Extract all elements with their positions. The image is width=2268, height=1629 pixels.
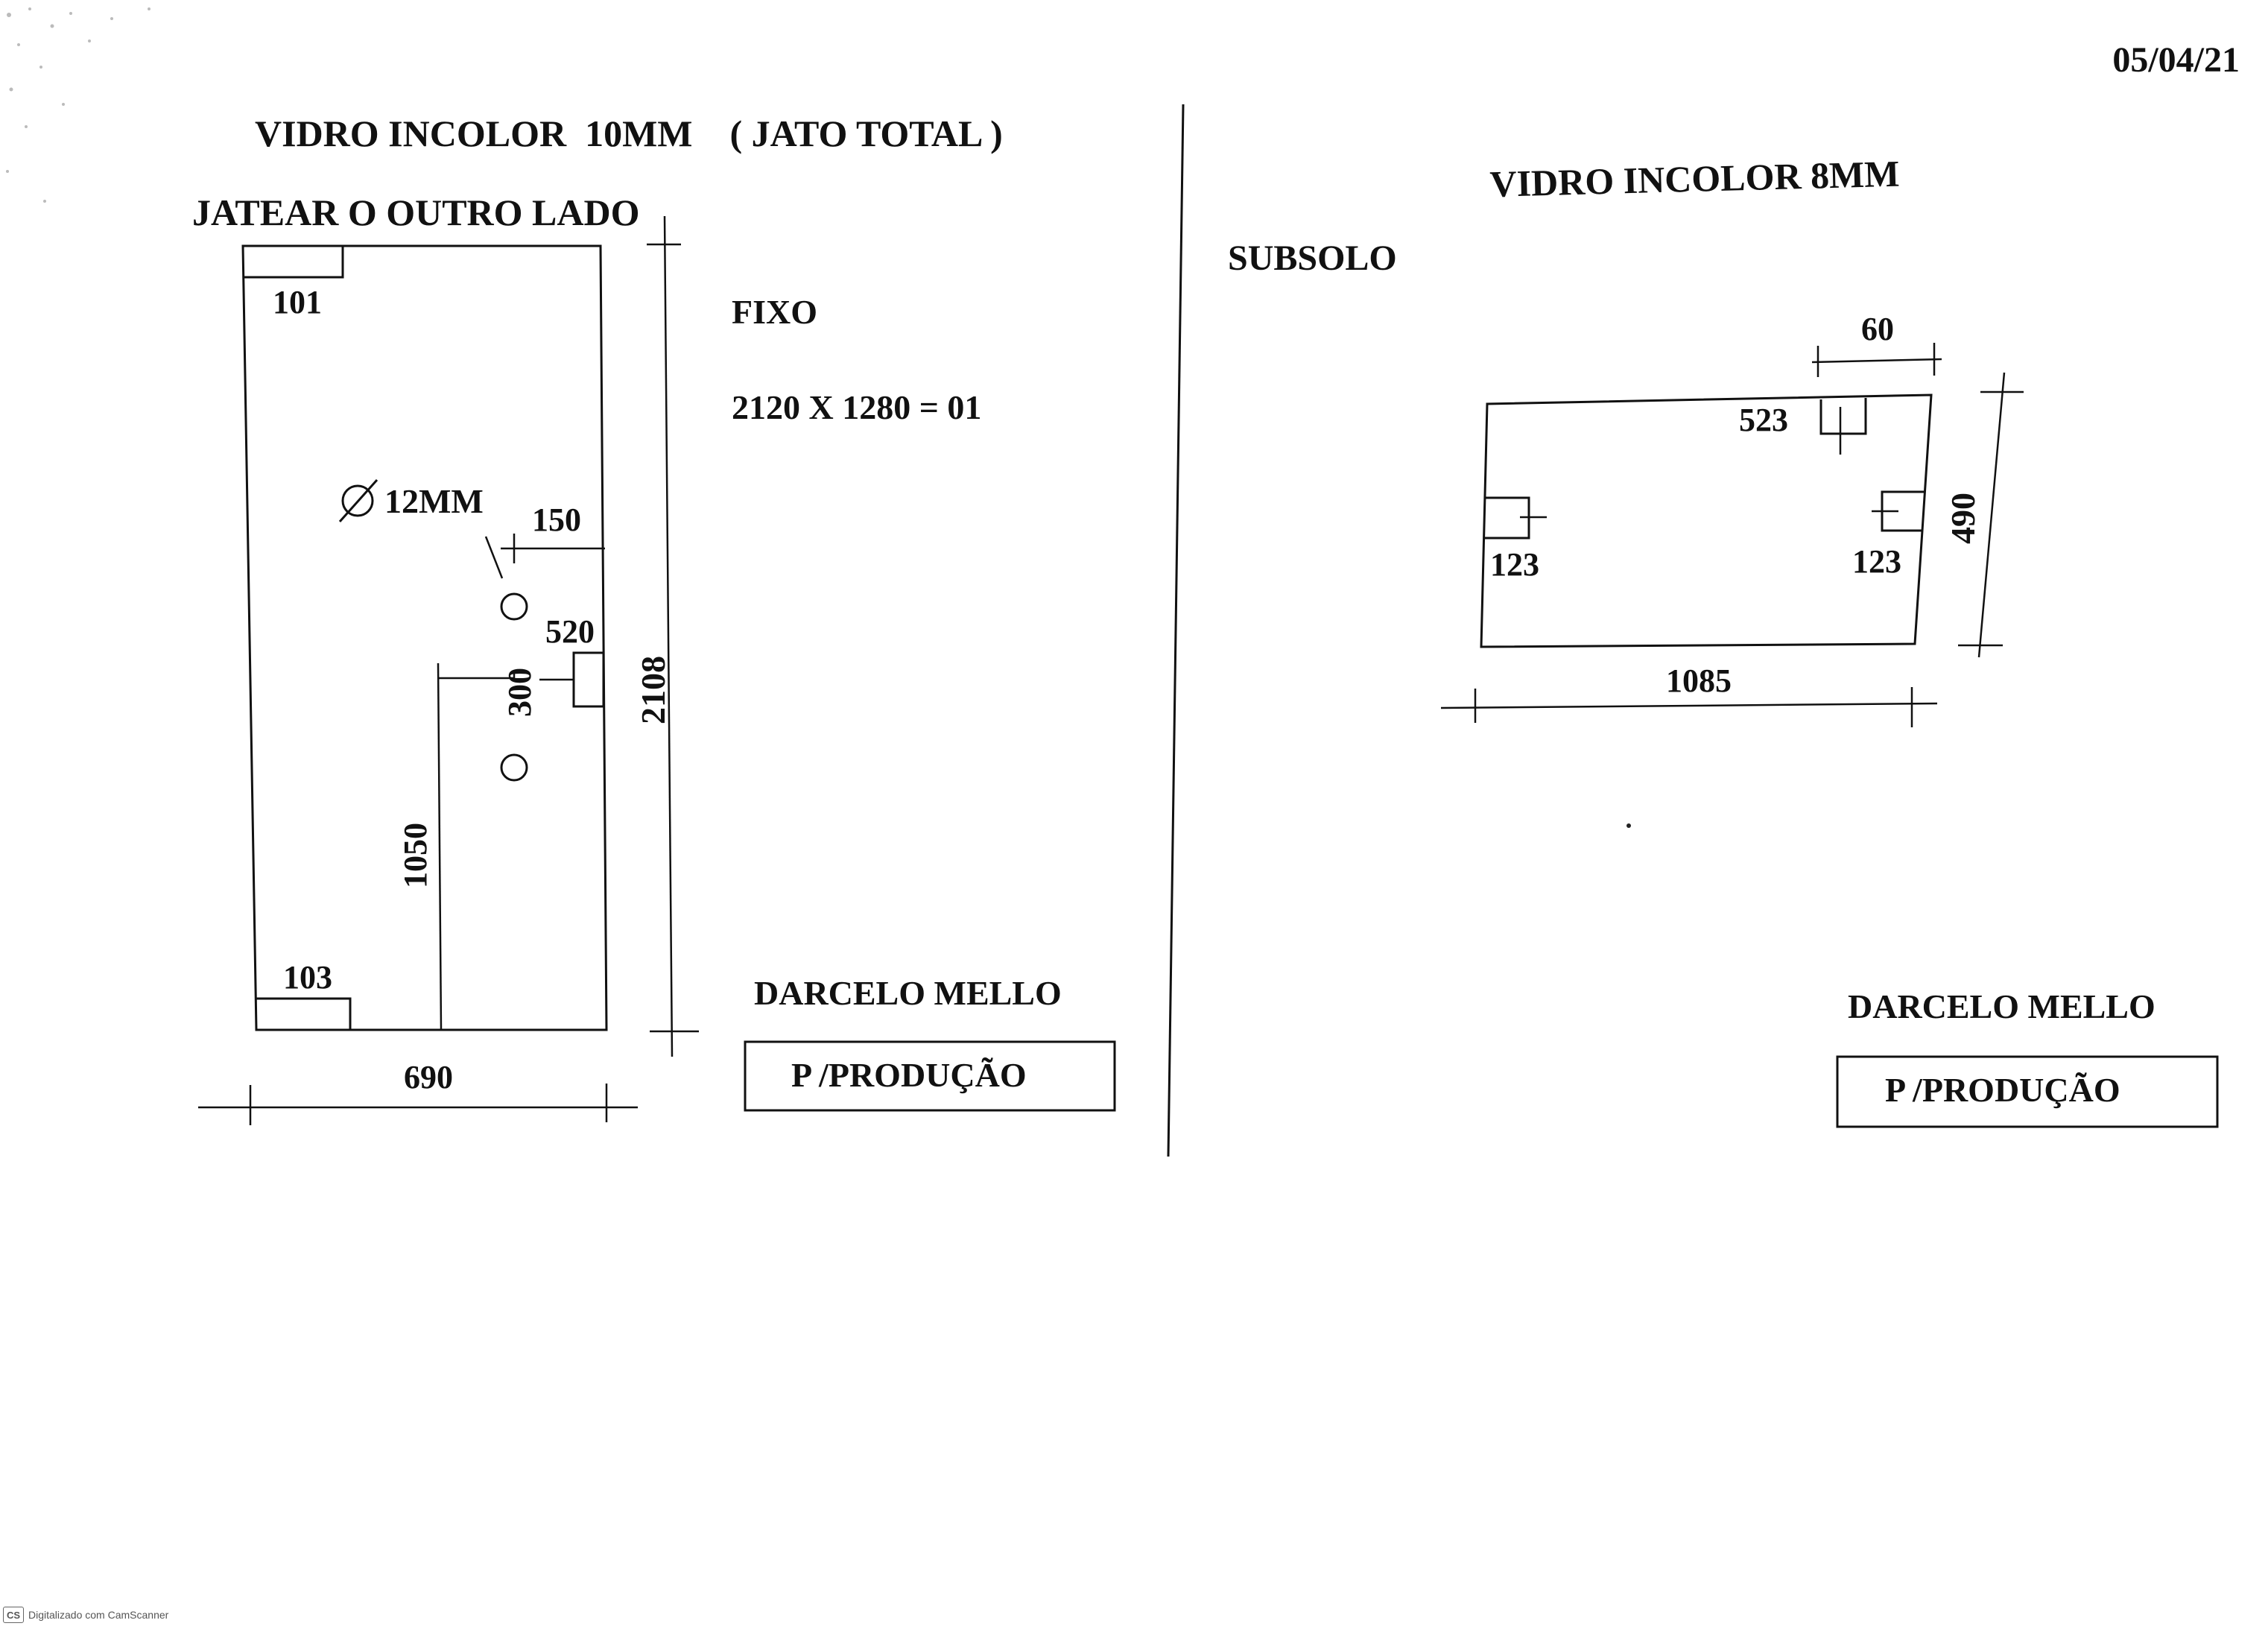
right-sheet: VIDRO INCOLOR 8MM SUBSOLO 60 523 123 123… bbox=[1228, 153, 2219, 1128]
height-dim-line bbox=[663, 215, 674, 1057]
left-note: JATEAR O OUTRO LADO bbox=[192, 192, 640, 233]
notch-width-label: 60 bbox=[1861, 311, 1894, 347]
diameter-icon bbox=[338, 479, 378, 522]
right-production-stamp: P /PRODUÇÃO bbox=[1885, 1071, 2120, 1109]
right-height-label: 490 bbox=[1944, 493, 1982, 544]
notch-right-pos-label: 123 bbox=[1852, 543, 1901, 580]
production-stamp-box bbox=[744, 1040, 1116, 1112]
hole-leader bbox=[484, 536, 504, 579]
left-glass-panel bbox=[241, 244, 608, 1031]
scanner-watermark: CS Digitalizado com CamScanner bbox=[3, 1607, 168, 1623]
hole-spacing-label: 300 bbox=[501, 668, 538, 717]
notch-top-pos-label: 523 bbox=[1739, 402, 1788, 438]
hole-edge-label: 150 bbox=[532, 502, 581, 538]
notch-top-label: 101 bbox=[273, 284, 322, 320]
center-divider bbox=[1167, 104, 1185, 1157]
scanner-logo-icon: CS bbox=[3, 1607, 24, 1623]
size-qty-label: 2120 X 1280 = 01 bbox=[732, 388, 981, 426]
right-title: VIDRO INCOLOR 8MM bbox=[1489, 153, 1900, 205]
left-sheet: VIDRO INCOLOR 10MM ( JATO TOTAL ) JATEAR… bbox=[192, 113, 1116, 1125]
top-notch-right bbox=[1819, 398, 1867, 435]
date-label: 05/04/21 bbox=[2112, 40, 2240, 80]
hinge-cutout bbox=[572, 651, 605, 708]
right-width-dim-line bbox=[1440, 702, 1938, 709]
production-stamp: P /PRODUÇÃO bbox=[791, 1056, 1027, 1094]
right-height-dim-line bbox=[1977, 372, 2006, 658]
hole-diameter-label: 12MM bbox=[384, 482, 484, 520]
hole-upper bbox=[500, 592, 528, 621]
type-label: FIXO bbox=[732, 293, 817, 331]
from-bottom-label: 1050 bbox=[397, 823, 434, 888]
right-production-stamp-box bbox=[1836, 1055, 2219, 1128]
width-label: 690 bbox=[404, 1059, 453, 1095]
left-title: VIDRO INCOLOR 10MM ( JATO TOTAL ) bbox=[255, 113, 1003, 154]
client-name: DARCELO MELLO bbox=[754, 974, 1062, 1012]
location-label: SUBSOLO bbox=[1228, 238, 1397, 278]
stray-dot bbox=[1626, 823, 1631, 828]
hinge-pos-label: 520 bbox=[545, 613, 595, 650]
height-label: 2108 bbox=[634, 656, 672, 724]
scanner-text: Digitalizado com CamScanner bbox=[28, 1609, 169, 1621]
bottom-notch bbox=[256, 997, 352, 1030]
right-client-name: DARCELO MELLO bbox=[1848, 987, 2155, 1025]
bottom-offset-dim-vertical bbox=[437, 662, 443, 1031]
right-width-label: 1085 bbox=[1666, 662, 1732, 699]
notch-left-pos-label: 123 bbox=[1490, 546, 1539, 583]
notch-width-dim-line bbox=[1811, 358, 1942, 364]
right-glass-panel bbox=[1480, 393, 1933, 648]
scan-noise bbox=[6, 7, 151, 203]
notch-bottom-label: 103 bbox=[283, 959, 332, 996]
top-notch bbox=[243, 246, 344, 279]
hole-lower bbox=[500, 753, 528, 782]
